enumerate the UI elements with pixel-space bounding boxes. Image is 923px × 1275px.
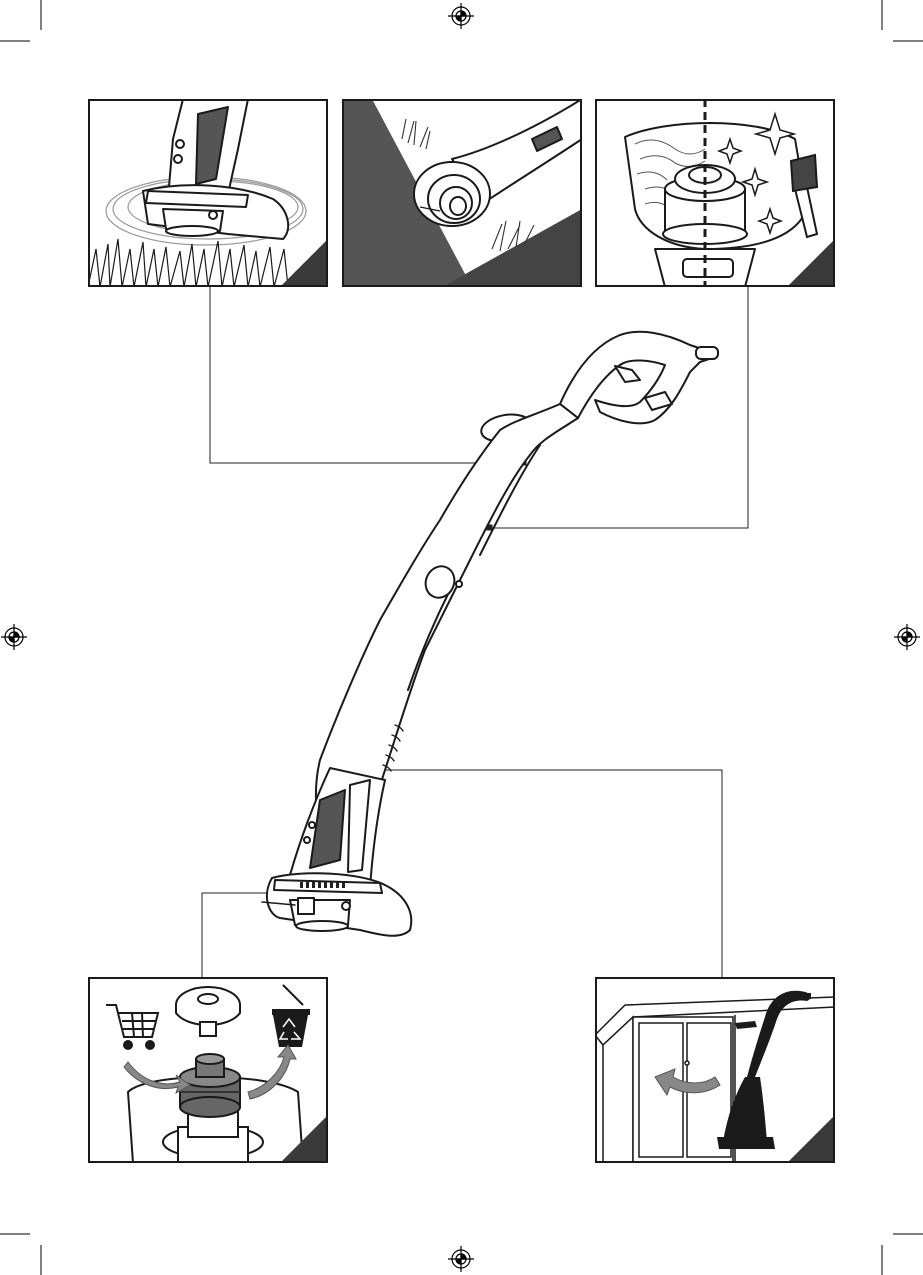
panel-edging [342,99,582,287]
trimmer-head-clean-icon [595,99,835,287]
trimmer-cutting-grass-icon [88,99,328,287]
trimmer-head-edge-icon [342,99,582,287]
panel-cutting [88,99,328,287]
panel-storage [595,977,835,1163]
trimmer-storage-icon [595,977,835,1163]
panel-spool-replacement [88,977,328,1163]
panel-cleaning [595,99,835,287]
spool-buy-recycle-icon [88,977,328,1163]
grass-trimmer-icon [262,332,718,936]
